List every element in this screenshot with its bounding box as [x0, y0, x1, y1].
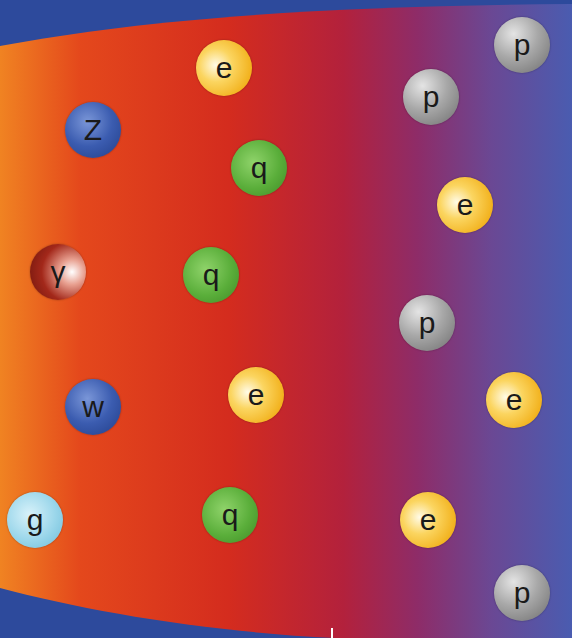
electron: e — [196, 40, 252, 96]
particle-symbol: p — [423, 82, 440, 112]
expansion-region — [0, 4, 572, 638]
particle-symbol: e — [216, 53, 233, 83]
photon: γ — [30, 244, 86, 300]
proton: p — [403, 69, 459, 125]
particle-symbol: p — [514, 578, 531, 608]
particle-symbol: p — [514, 30, 531, 60]
particle-symbol: q — [222, 500, 239, 530]
particle-symbol: γ — [51, 257, 66, 287]
proton: p — [399, 295, 455, 351]
w-boson: w — [65, 379, 121, 435]
z-boson: Z — [65, 102, 121, 158]
electron: e — [400, 492, 456, 548]
particle-symbol: e — [457, 190, 474, 220]
quark: q — [202, 487, 258, 543]
particle-symbol: g — [27, 505, 44, 535]
axis-tick — [331, 628, 333, 638]
particle-symbol: Z — [84, 115, 102, 145]
proton: p — [494, 17, 550, 73]
particle-symbol: w — [82, 392, 104, 422]
proton: p — [494, 565, 550, 621]
electron: e — [437, 177, 493, 233]
gluon: g — [7, 492, 63, 548]
particle-symbol: q — [203, 260, 220, 290]
quark: q — [231, 140, 287, 196]
particle-symbol: e — [506, 385, 523, 415]
particle-symbol: q — [251, 153, 268, 183]
particle-symbol: e — [248, 380, 265, 410]
electron: e — [228, 367, 284, 423]
quark: q — [183, 247, 239, 303]
particle-symbol: p — [419, 308, 436, 338]
electron: e — [486, 372, 542, 428]
particle-symbol: e — [420, 505, 437, 535]
